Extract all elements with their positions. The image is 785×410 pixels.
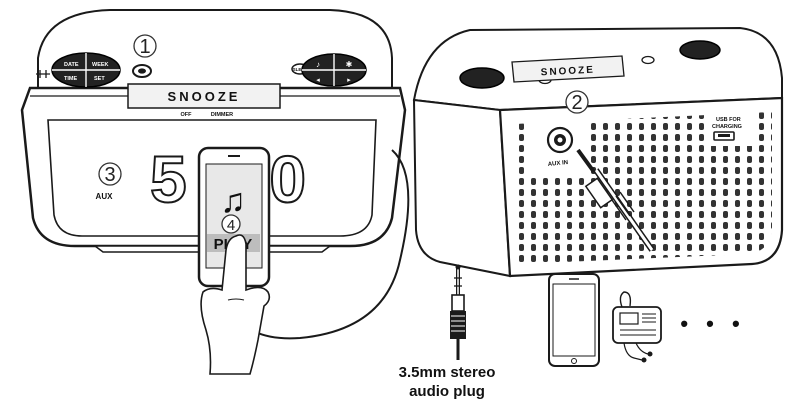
button-label-week: WEEK	[92, 62, 109, 68]
right-device-side	[412, 98, 512, 278]
caption-line-2: audio plug	[409, 383, 485, 400]
aux-in-label: AUX IN	[548, 160, 569, 168]
mp3-player-device	[612, 291, 662, 363]
button-label-set: SET	[94, 76, 105, 82]
caption-line-1: 3.5mm stereo	[398, 364, 496, 381]
usb-label-line2: CHARGING	[712, 124, 742, 130]
callout-1-circle	[133, 34, 157, 58]
right-top-pad-right[interactable]	[679, 40, 721, 60]
callout-2-circle	[565, 90, 589, 114]
display-sub-off: OFF	[181, 112, 193, 118]
stereo-plug-illustration	[450, 264, 466, 360]
right-control-cluster: ♪ ✱ ◂ ▸	[301, 53, 367, 87]
usb-label-line1: USB FOR	[716, 117, 741, 123]
sleep-label: SLEEP	[293, 67, 308, 72]
right-snooze-label: SNOOZE	[541, 65, 596, 79]
callout-1: 1	[139, 36, 150, 58]
music-note-icon: ♫	[220, 182, 246, 220]
snooze-label: SNOOZE	[168, 89, 241, 104]
bluetooth-icon: ✱	[346, 60, 353, 69]
callout-4-circle	[221, 214, 241, 234]
volume-up-icon: ▸	[347, 77, 351, 84]
callout-3: 3	[104, 164, 115, 186]
right-top-pad-left[interactable]	[459, 67, 505, 89]
phone-with-hand: ♫ 4 PLAY	[197, 146, 271, 375]
display-sub-dimmer: DIMMER	[211, 112, 233, 118]
right-snooze-panel	[511, 55, 625, 83]
mobile-phone-device	[548, 273, 600, 367]
right-speaker-rear: SNOOZE AUX IN 2 USB FOR CHARGING	[412, 26, 784, 278]
aux-label: AUX	[96, 192, 114, 201]
more-devices-ellipsis: • • •	[680, 311, 745, 336]
top-snooze-panel	[127, 83, 281, 109]
volume-down-icon: ◂	[316, 77, 320, 84]
button-label-time: TIME	[64, 76, 77, 82]
left-control-cluster: DATE WEEK TIME SET	[36, 52, 121, 88]
inserted-audio-plug	[576, 148, 655, 252]
callout-4: 4	[227, 217, 235, 234]
hand-outline	[200, 234, 271, 375]
button-label-date: DATE	[64, 62, 79, 68]
alarm-icon: ♪	[316, 60, 320, 69]
callout-3-circle	[98, 162, 122, 186]
plug-caption: 3.5mm stereo audio plug	[372, 363, 522, 401]
callout-2: 2	[571, 92, 582, 114]
